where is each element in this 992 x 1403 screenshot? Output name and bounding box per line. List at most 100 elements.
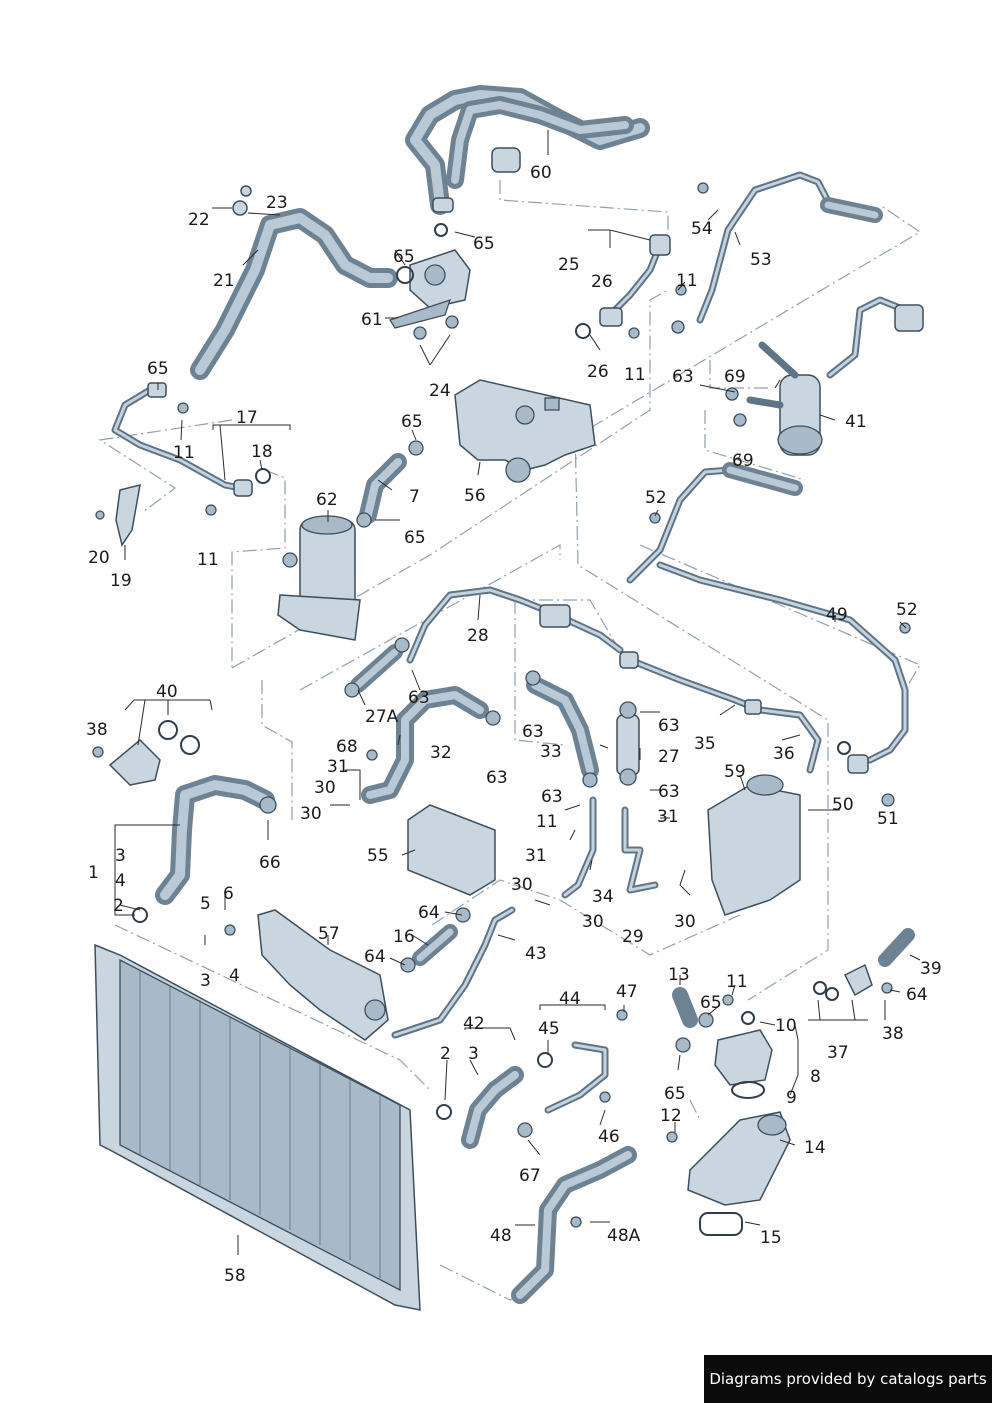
coolant-hose-16 <box>400 907 471 973</box>
callout-11: 11 <box>197 550 219 570</box>
thermostat-housing-14 <box>666 1111 791 1236</box>
callout-56: 56 <box>464 486 486 506</box>
connector-37 <box>813 928 915 1001</box>
coolant-hose-27 <box>616 701 640 786</box>
callout-24: 24 <box>429 381 451 401</box>
heat-exchanger-56 <box>454 379 596 483</box>
callout-63: 63 <box>658 716 680 736</box>
coolant-pipe-34 <box>561 796 659 899</box>
callout-14: 14 <box>804 1138 826 1158</box>
callout-29: 29 <box>622 927 644 947</box>
coolant-pipe-44 <box>537 1009 628 1114</box>
callout-31: 31 <box>327 757 349 777</box>
callout-64: 64 <box>418 903 440 923</box>
callout-25: 25 <box>558 255 580 275</box>
callout-63: 63 <box>408 688 430 708</box>
callout-68: 68 <box>336 737 358 757</box>
callout-61: 61 <box>361 310 383 330</box>
callout-4: 4 <box>229 966 240 986</box>
callout-51: 51 <box>877 809 899 829</box>
callout-63: 63 <box>658 782 680 802</box>
callout-15: 15 <box>760 1228 782 1248</box>
callout-44: 44 <box>559 989 581 1009</box>
callout-31: 31 <box>525 846 547 866</box>
callout-57: 57 <box>318 924 340 944</box>
callout-18: 18 <box>251 442 273 462</box>
coolant-hose-1 <box>132 775 277 936</box>
callout-62: 62 <box>316 490 338 510</box>
attribution-text: Diagrams provided by catalogs parts <box>709 1370 987 1388</box>
callout-1: 1 <box>88 863 99 883</box>
callout-11: 11 <box>726 972 748 992</box>
callout-53: 53 <box>750 250 772 270</box>
leader-lines <box>114 130 921 1255</box>
valve-assembly-41 <box>725 296 924 456</box>
callout-9: 9 <box>786 1088 797 1108</box>
callout-65: 65 <box>664 1084 686 1104</box>
coolant-hose-53 <box>696 171 883 324</box>
callout-67: 67 <box>519 1166 541 1186</box>
callout-65: 65 <box>393 247 415 267</box>
coolant-pipe-25 <box>575 234 687 339</box>
callout-46: 46 <box>598 1127 620 1147</box>
callout-69: 69 <box>724 367 746 387</box>
callout-65: 65 <box>473 234 495 254</box>
coolant-expansion-tank-59 <box>707 774 801 916</box>
callout-52: 52 <box>645 488 667 508</box>
callout-37: 37 <box>827 1043 849 1063</box>
coolant-hose-32 <box>361 686 501 804</box>
coolant-pipe-28 <box>406 586 624 664</box>
callout-3: 3 <box>200 971 211 991</box>
callout-30: 30 <box>511 875 533 895</box>
callout-32: 32 <box>430 743 452 763</box>
callout-65: 65 <box>147 359 169 379</box>
callout-63: 63 <box>541 787 563 807</box>
callout-28: 28 <box>467 626 489 646</box>
coolant-hose-33 <box>525 670 599 788</box>
callout-17: 17 <box>236 408 258 428</box>
callout-58: 58 <box>224 1266 246 1286</box>
callout-40: 40 <box>156 682 178 702</box>
callout-11: 11 <box>624 365 646 385</box>
radiator-58 <box>94 943 421 1311</box>
callout-66: 66 <box>259 853 281 873</box>
callout-27a: 27A <box>365 707 399 727</box>
callout-31: 31 <box>657 807 679 827</box>
callout-4: 4 <box>115 871 126 891</box>
oil-filter-housing-62 <box>277 515 361 641</box>
callout-63: 63 <box>486 768 508 788</box>
coolant-pipe-17 <box>111 382 271 516</box>
pump-housing-57 <box>257 909 389 1041</box>
flange-40 <box>92 720 200 786</box>
callout-30: 30 <box>300 804 322 824</box>
callout-22: 22 <box>188 210 210 230</box>
callout-3: 3 <box>468 1044 479 1064</box>
callout-26: 26 <box>591 272 613 292</box>
callout-49: 49 <box>826 605 848 625</box>
callout-labels: 60 23 22 21 65 65 61 24 25 26 11 54 53 2… <box>86 163 942 1286</box>
coolant-hose-27a <box>344 637 410 698</box>
callout-21: 21 <box>213 271 235 291</box>
callout-34: 34 <box>592 887 614 907</box>
callout-7: 7 <box>409 487 420 507</box>
callout-36: 36 <box>773 744 795 764</box>
coolant-pipe-49 <box>626 462 911 807</box>
callout-54: 54 <box>691 219 713 239</box>
callout-52: 52 <box>896 600 918 620</box>
callout-10: 10 <box>775 1016 797 1036</box>
callout-48: 48 <box>490 1226 512 1246</box>
coolant-hose-42 <box>436 1066 533 1149</box>
callout-27: 27 <box>658 747 680 767</box>
callout-69: 69 <box>732 451 754 471</box>
callout-38: 38 <box>882 1024 904 1044</box>
callout-30: 30 <box>582 912 604 932</box>
callout-26: 26 <box>587 362 609 382</box>
callout-13: 13 <box>668 965 690 985</box>
callout-45: 45 <box>538 1019 560 1039</box>
oil-cooler-55 <box>407 804 496 896</box>
callout-47: 47 <box>616 982 638 1002</box>
auxiliary-water-pump-61 <box>389 223 471 340</box>
attribution-banner: Diagrams provided by catalogs parts <box>704 1355 992 1403</box>
callout-65: 65 <box>404 528 426 548</box>
callout-16: 16 <box>393 927 415 947</box>
